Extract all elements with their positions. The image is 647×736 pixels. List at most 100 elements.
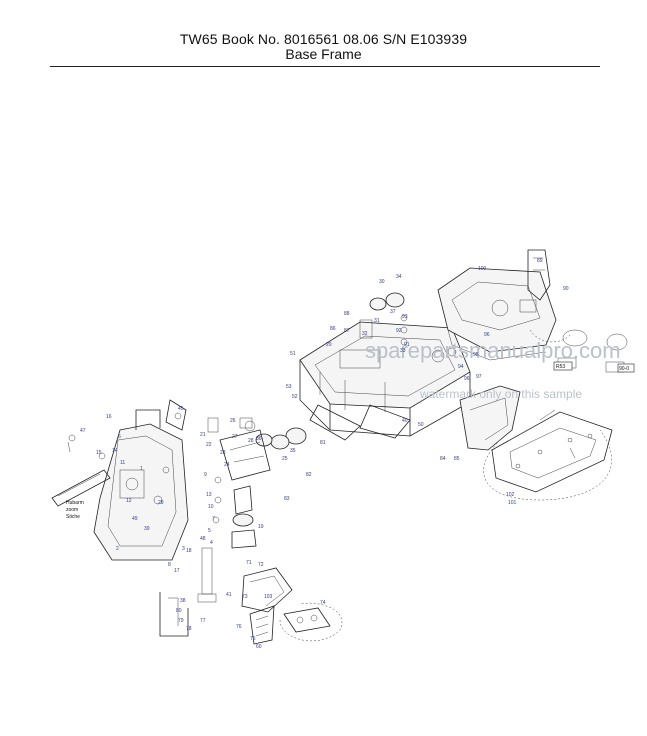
callout: 41 [226,592,232,598]
lever-bracket [159,592,189,637]
callout: 96 [484,332,490,338]
callout: 71 [246,560,252,566]
callout: 78 [186,626,192,632]
callout: 74 [320,600,326,606]
callout: 95 [473,352,479,358]
callout: 76 [236,624,242,630]
callout: 100 [478,266,487,272]
callout: 25 [282,456,288,462]
callout: 22 [206,442,212,448]
pedal-plate [241,567,293,645]
callout: 40 [402,418,408,424]
callout: 47 [80,428,86,434]
box-label-right: 90-0 [617,363,635,373]
callout: 50 [418,422,424,428]
callout: 30 [379,279,385,285]
rubber-mat [283,607,331,633]
callout: 87 [344,328,350,334]
callout: 97 [476,374,482,380]
callout: 21 [200,432,206,438]
svg-text:90-0: 90-0 [619,366,629,372]
callout: 23 [220,450,226,456]
callout: 20 [326,342,332,348]
boom-pin [51,434,111,507]
callout: 103 [264,594,273,600]
step-plate [491,409,613,493]
callout: 86 [330,326,336,332]
callout: 18 [186,548,192,554]
callout: 45 [178,406,184,412]
callout: 80 [176,608,182,614]
callout: 79 [178,618,184,624]
callout: 34 [396,274,402,280]
callout: 88 [344,311,350,317]
box-label-left: R53 [553,361,573,371]
side-note-1: Hubarm [66,500,84,506]
callout: 90 [563,286,569,292]
side-note-2: zoom [66,507,78,513]
rear-housing [437,267,557,361]
document-title: TW65 Book No. 8016561 08.06 S/N E103939 [179,31,468,47]
callout: 101 [508,500,517,506]
callout: 84 [440,456,446,462]
bushing-stack [359,292,408,346]
callout: 6 [118,434,121,440]
callout: 85 [454,456,460,462]
callout: 82 [306,472,312,478]
callout: 1 [140,466,143,472]
callout: 13 [206,492,212,498]
callout: 24 [224,462,230,468]
mudguard [459,385,521,451]
callout: 75 [250,636,256,642]
callout: 51 [290,351,296,357]
axle-pivot [197,417,307,603]
callout: 32 [362,331,368,337]
callout: 26 [230,418,236,424]
callout: 4 [210,540,213,546]
callout: 81 [320,440,326,446]
callout: 96 [464,376,470,382]
callout: 12 [126,498,132,504]
callout: 48 [200,536,206,542]
callout: 14 [112,448,118,454]
callout: 39 [144,526,150,532]
callout: 3 [182,546,185,552]
header-divider [50,66,600,67]
callout: 38 [180,598,186,604]
callout: 8 [168,562,171,568]
callout: 33 [400,348,406,354]
callout: 11 [120,460,125,466]
callout: 37 [390,309,396,315]
callout: 60 [256,644,262,650]
callout: 73 [242,594,248,600]
callout: 2 [116,546,119,552]
callout: 102 [506,492,515,498]
callout: 16 [106,414,112,420]
callout: 94 [458,364,464,370]
callout: 9 [204,472,207,478]
callout: 93 [402,314,408,320]
callout: 31 [374,318,380,324]
callout: 77 [200,618,206,624]
callout: 19 [258,524,264,530]
callout: 10 [208,504,214,510]
callout: 92 [396,328,402,334]
callout: 91 [404,342,410,348]
watermark-note: watermark only on this sample [419,387,582,401]
side-note-3: Stiche [66,514,80,520]
callout: 49 [132,516,138,522]
section-title: Base Frame [285,46,362,62]
callout: 7 [212,516,215,522]
callout: 53 [286,384,292,390]
callout: 52 [292,394,298,400]
callout: 36 [256,436,262,442]
callout: 89 [537,258,543,264]
callout: 29 [158,500,164,506]
callout: 5 [208,528,211,534]
svg-text:R53: R53 [556,364,565,370]
callout: 27 [232,434,238,440]
callout: 35 [290,448,296,454]
callout: 28 [248,438,254,444]
watermark-site: sparepartsmanualpro.com [365,338,621,363]
